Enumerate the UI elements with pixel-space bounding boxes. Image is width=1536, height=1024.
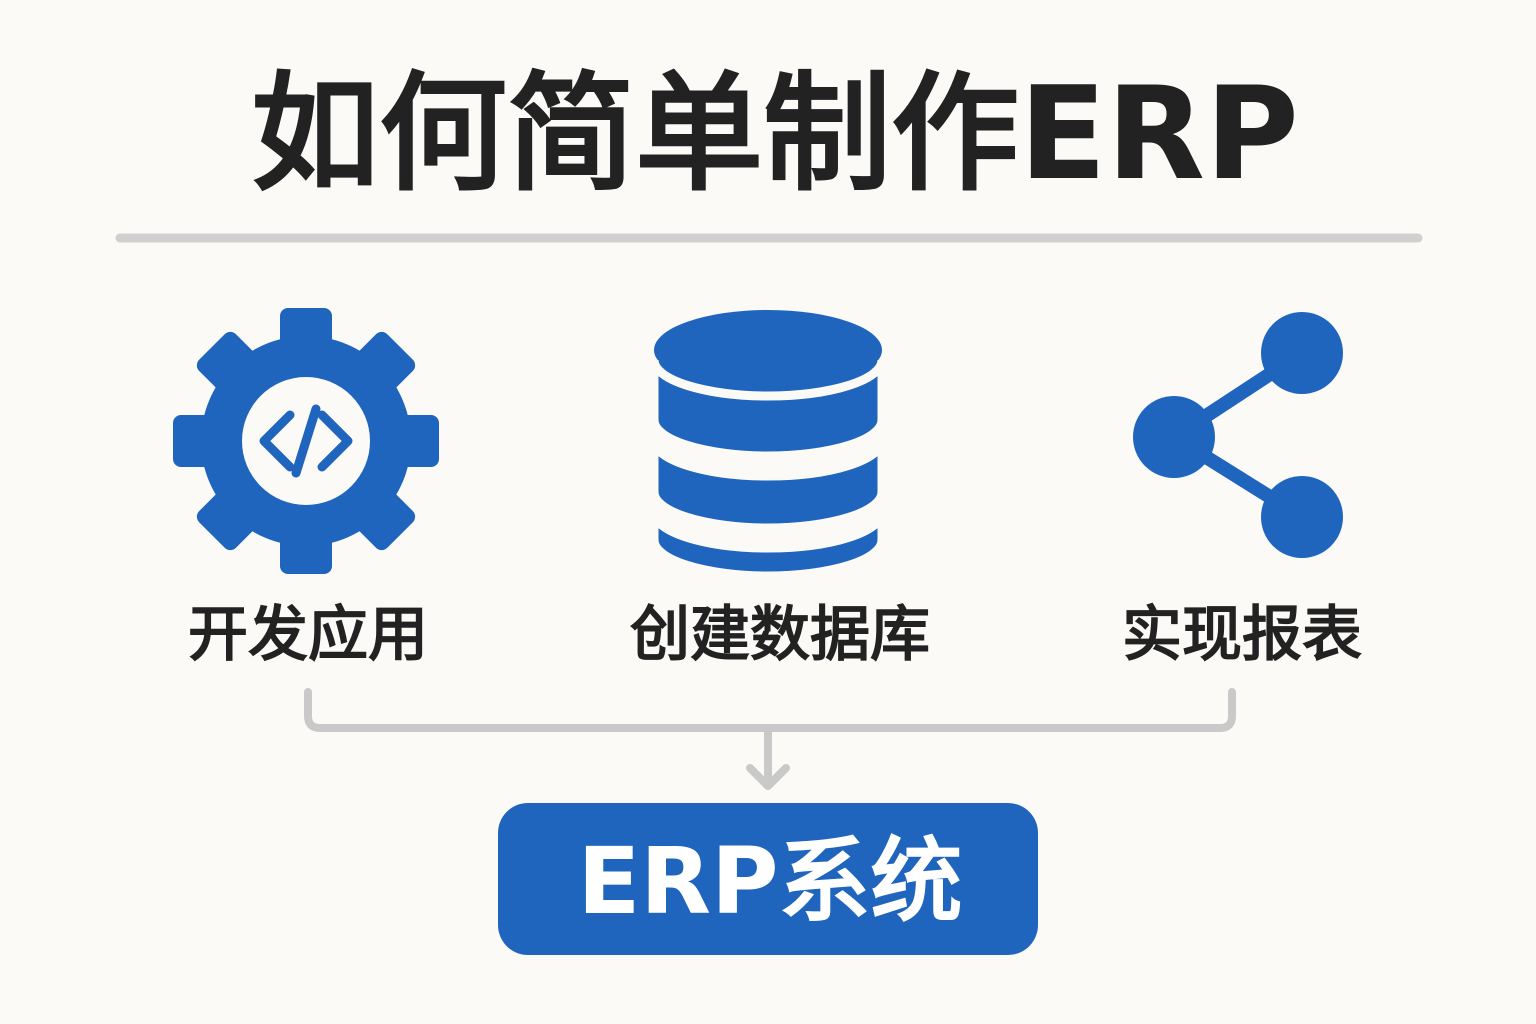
share-icon	[1133, 312, 1343, 558]
erp-system-box: ERP系统	[498, 803, 1038, 955]
gear-code-icon	[173, 308, 439, 574]
database-icon	[649, 310, 887, 581]
code-icon	[259, 404, 353, 478]
page-title: 如何简单制作ERP	[251, 60, 1299, 209]
step-label-create-database: 创建数据库	[630, 600, 930, 670]
arrow-down-icon	[746, 726, 790, 790]
step-label-develop-app: 开发应用	[188, 600, 428, 670]
erp-system-label: ERP系统	[577, 828, 962, 935]
connector-bracket	[304, 688, 1236, 732]
step-label-reports: 实现报表	[1122, 600, 1362, 670]
